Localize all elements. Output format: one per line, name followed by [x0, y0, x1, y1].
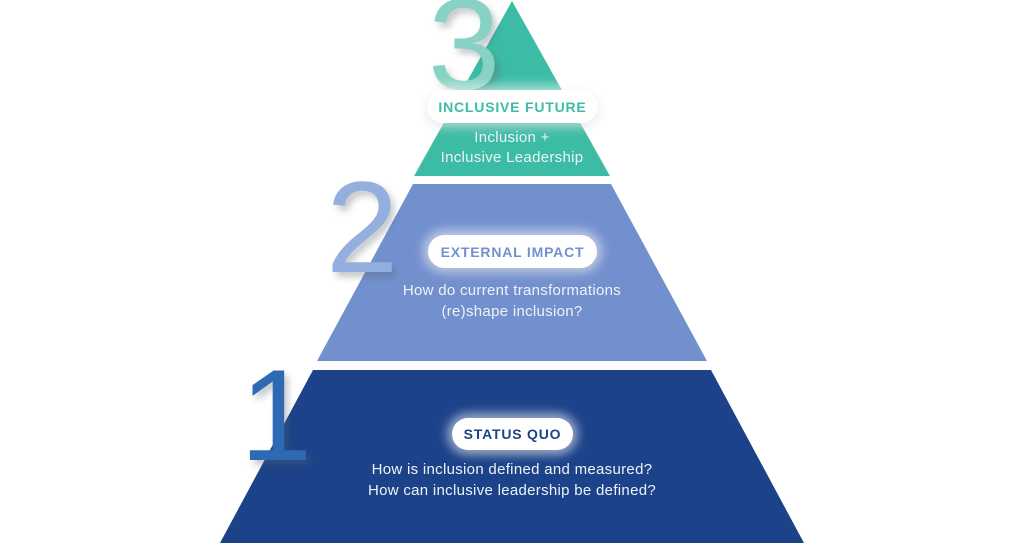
level-1-title: STATUS QUO: [463, 426, 562, 442]
level-2-description-line-1: How do current transformations: [402, 282, 622, 299]
level-1-title-badge: STATUS QUO: [452, 418, 573, 450]
level-3-title-badge: INCLUSIVE FUTURE: [427, 90, 598, 123]
level-2-title: EXTERNAL IMPACT: [440, 243, 585, 260]
level-2-description: How do current transformations (re)shape…: [312, 280, 712, 322]
level-1-description: How is inclusion defined and measured? H…: [262, 459, 762, 501]
level-3-description-line-2: Inclusive Leadership: [440, 149, 584, 166]
level-2-description-line-2: (re)shape inclusion?: [441, 303, 583, 320]
level-2-title-badge: EXTERNAL IMPACT: [428, 235, 597, 268]
level-2-number: 2: [326, 154, 398, 300]
level-3-description-line-1: Inclusion +: [474, 129, 550, 146]
level-1-number: 1: [240, 342, 312, 488]
level-3-description: Inclusion + Inclusive Leadership: [362, 128, 662, 168]
level-3-title: INCLUSIVE FUTURE: [438, 98, 587, 115]
level-1-description-line-1: How is inclusion defined and measured?: [371, 461, 653, 478]
level-1-description-line-2: How can inclusive leadership be defined?: [367, 482, 656, 499]
